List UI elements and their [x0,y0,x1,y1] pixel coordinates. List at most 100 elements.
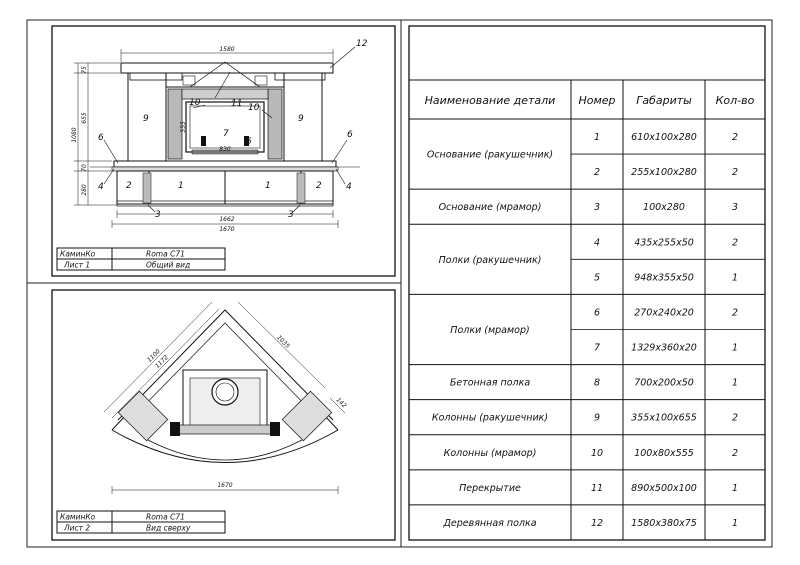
sheet1-model: Roma C71 [146,250,185,259]
parts-table: Наименование детали Номер Габариты Кол-в… [408,25,766,541]
cell-number: 1 [594,132,600,143]
side-block-right [281,390,333,442]
sheet1-leaders [103,46,356,213]
group-name: Основание (мрамор) [439,202,542,213]
group-name: Бетонная полка [450,378,531,389]
smoke-hood-right [224,61,261,88]
dim-left-top: 75 [81,66,88,74]
cell-size: 700х200х50 [634,378,694,389]
cell-qty: 2 [732,448,738,459]
top-dim-small: 142 [335,396,348,409]
sheet1-title-block [56,247,226,271]
callout-10-left: 10 [189,98,201,108]
cell-qty: 2 [732,167,738,178]
cell-number: 2 [594,167,600,178]
sheet2-top-view: 1100 1172 1035 142 1670 КаминКо Roma C71… [51,289,396,541]
cell-qty: 2 [732,237,738,248]
header-name: Наименование детали [425,94,556,107]
wooden-shelf [120,62,334,74]
firebox-leg-right [244,136,249,146]
base-dark-right [296,172,306,204]
callout-11: 11 [231,99,242,109]
vent-left [182,75,196,86]
cell-size: 890х500х100 [631,483,697,494]
callout-12: 12 [356,39,368,49]
sheet2-frame [51,289,396,541]
corner-walls-inner [129,322,321,421]
sheet1-number: Лист 1 [63,261,90,270]
cell-qty: 1 [732,272,738,283]
top-stone-left [129,72,183,81]
cell-qty: 1 [732,518,738,529]
cell-size: 1329х360х20 [631,343,697,354]
cell-size: 270х240х20 [634,307,694,318]
chimney-outlet-inner [215,382,235,402]
cell-number: 5 [594,272,600,283]
group-name: Основание (ракушечник) [427,150,553,161]
cell-number: 6 [594,307,600,318]
cell-size: 100х80х555 [634,448,694,459]
front-arc-outer [111,429,339,463]
marble-column-left [167,88,183,160]
callout-2-right: 2 [316,181,322,191]
lintel [181,88,269,100]
header-number: Номер [578,94,615,107]
top-dim-right: 1035 [275,334,291,350]
sheet1-dimensions [74,49,339,228]
callout-1-left: 1 [178,181,184,191]
callout-4-left: 4 [98,182,104,192]
dim-base-outer: 1670 [219,226,234,233]
header-size: Габариты [636,94,692,107]
sheet2-view: Вид сверху [146,524,191,533]
callout-3-right: 3 [288,210,294,220]
sheet1-view: Общий вид [146,261,190,270]
callout-10-right: 10 [248,103,260,113]
cell-number: 11 [591,483,603,494]
header-qty: Кол-во [716,94,755,107]
sheet2-dimensions [103,301,346,494]
cell-number: 4 [594,237,600,248]
cell-qty: 1 [732,378,738,389]
cell-qty: 3 [732,202,738,213]
callout-4-right: 4 [346,182,352,192]
cell-size: 255х100х280 [631,167,697,178]
firebox-corner-right [270,422,280,436]
dim-inner: 555 [180,121,187,133]
base-block-1-left [148,170,226,205]
cell-number: 8 [594,378,600,389]
vent-right [254,75,268,86]
side-block-left [117,390,169,442]
cell-number: 9 [594,413,600,424]
cell-qty: 2 [732,413,738,424]
group-name: Деревянная полка [442,518,536,529]
sheet1-frame [51,25,396,277]
sheet1-front-view: 1580 1662 1670 1080 655 75 70 280 555 83… [51,25,396,277]
dim-top: 1580 [219,46,234,53]
callout-6-left: 6 [98,133,104,143]
cell-number: 12 [591,518,603,529]
cell-number: 10 [591,448,603,459]
sheet1-company: КаминКо [60,250,96,259]
sheet2-number: Лист 2 [63,524,90,533]
group-name: Полки (ракушечник) [439,255,542,266]
corner-walls-outer [117,309,334,421]
group-name: Полки (мрамор) [450,325,529,336]
cell-number: 7 [594,343,600,354]
dim-left-mid: 70 [81,164,88,172]
cell-size: 610х100х280 [631,132,697,143]
top-dim-bottom: 1670 [217,482,232,489]
marble-column-right [267,88,283,160]
marble-shelf [113,160,337,168]
firebox-glass [189,105,261,149]
smoke-hood-left [189,61,226,88]
callout-9-right: 9 [298,114,304,124]
dim-firebox: 830 [219,146,231,153]
callout-7: 7 [223,129,229,139]
cell-qty: 1 [732,343,738,354]
cell-size: 948х355х50 [634,272,694,283]
firebox-leg-left [201,136,206,146]
group-name: Колонны (мрамор) [444,448,537,459]
cell-size: 355х100х655 [631,413,697,424]
shellrock-shelf [111,166,339,172]
